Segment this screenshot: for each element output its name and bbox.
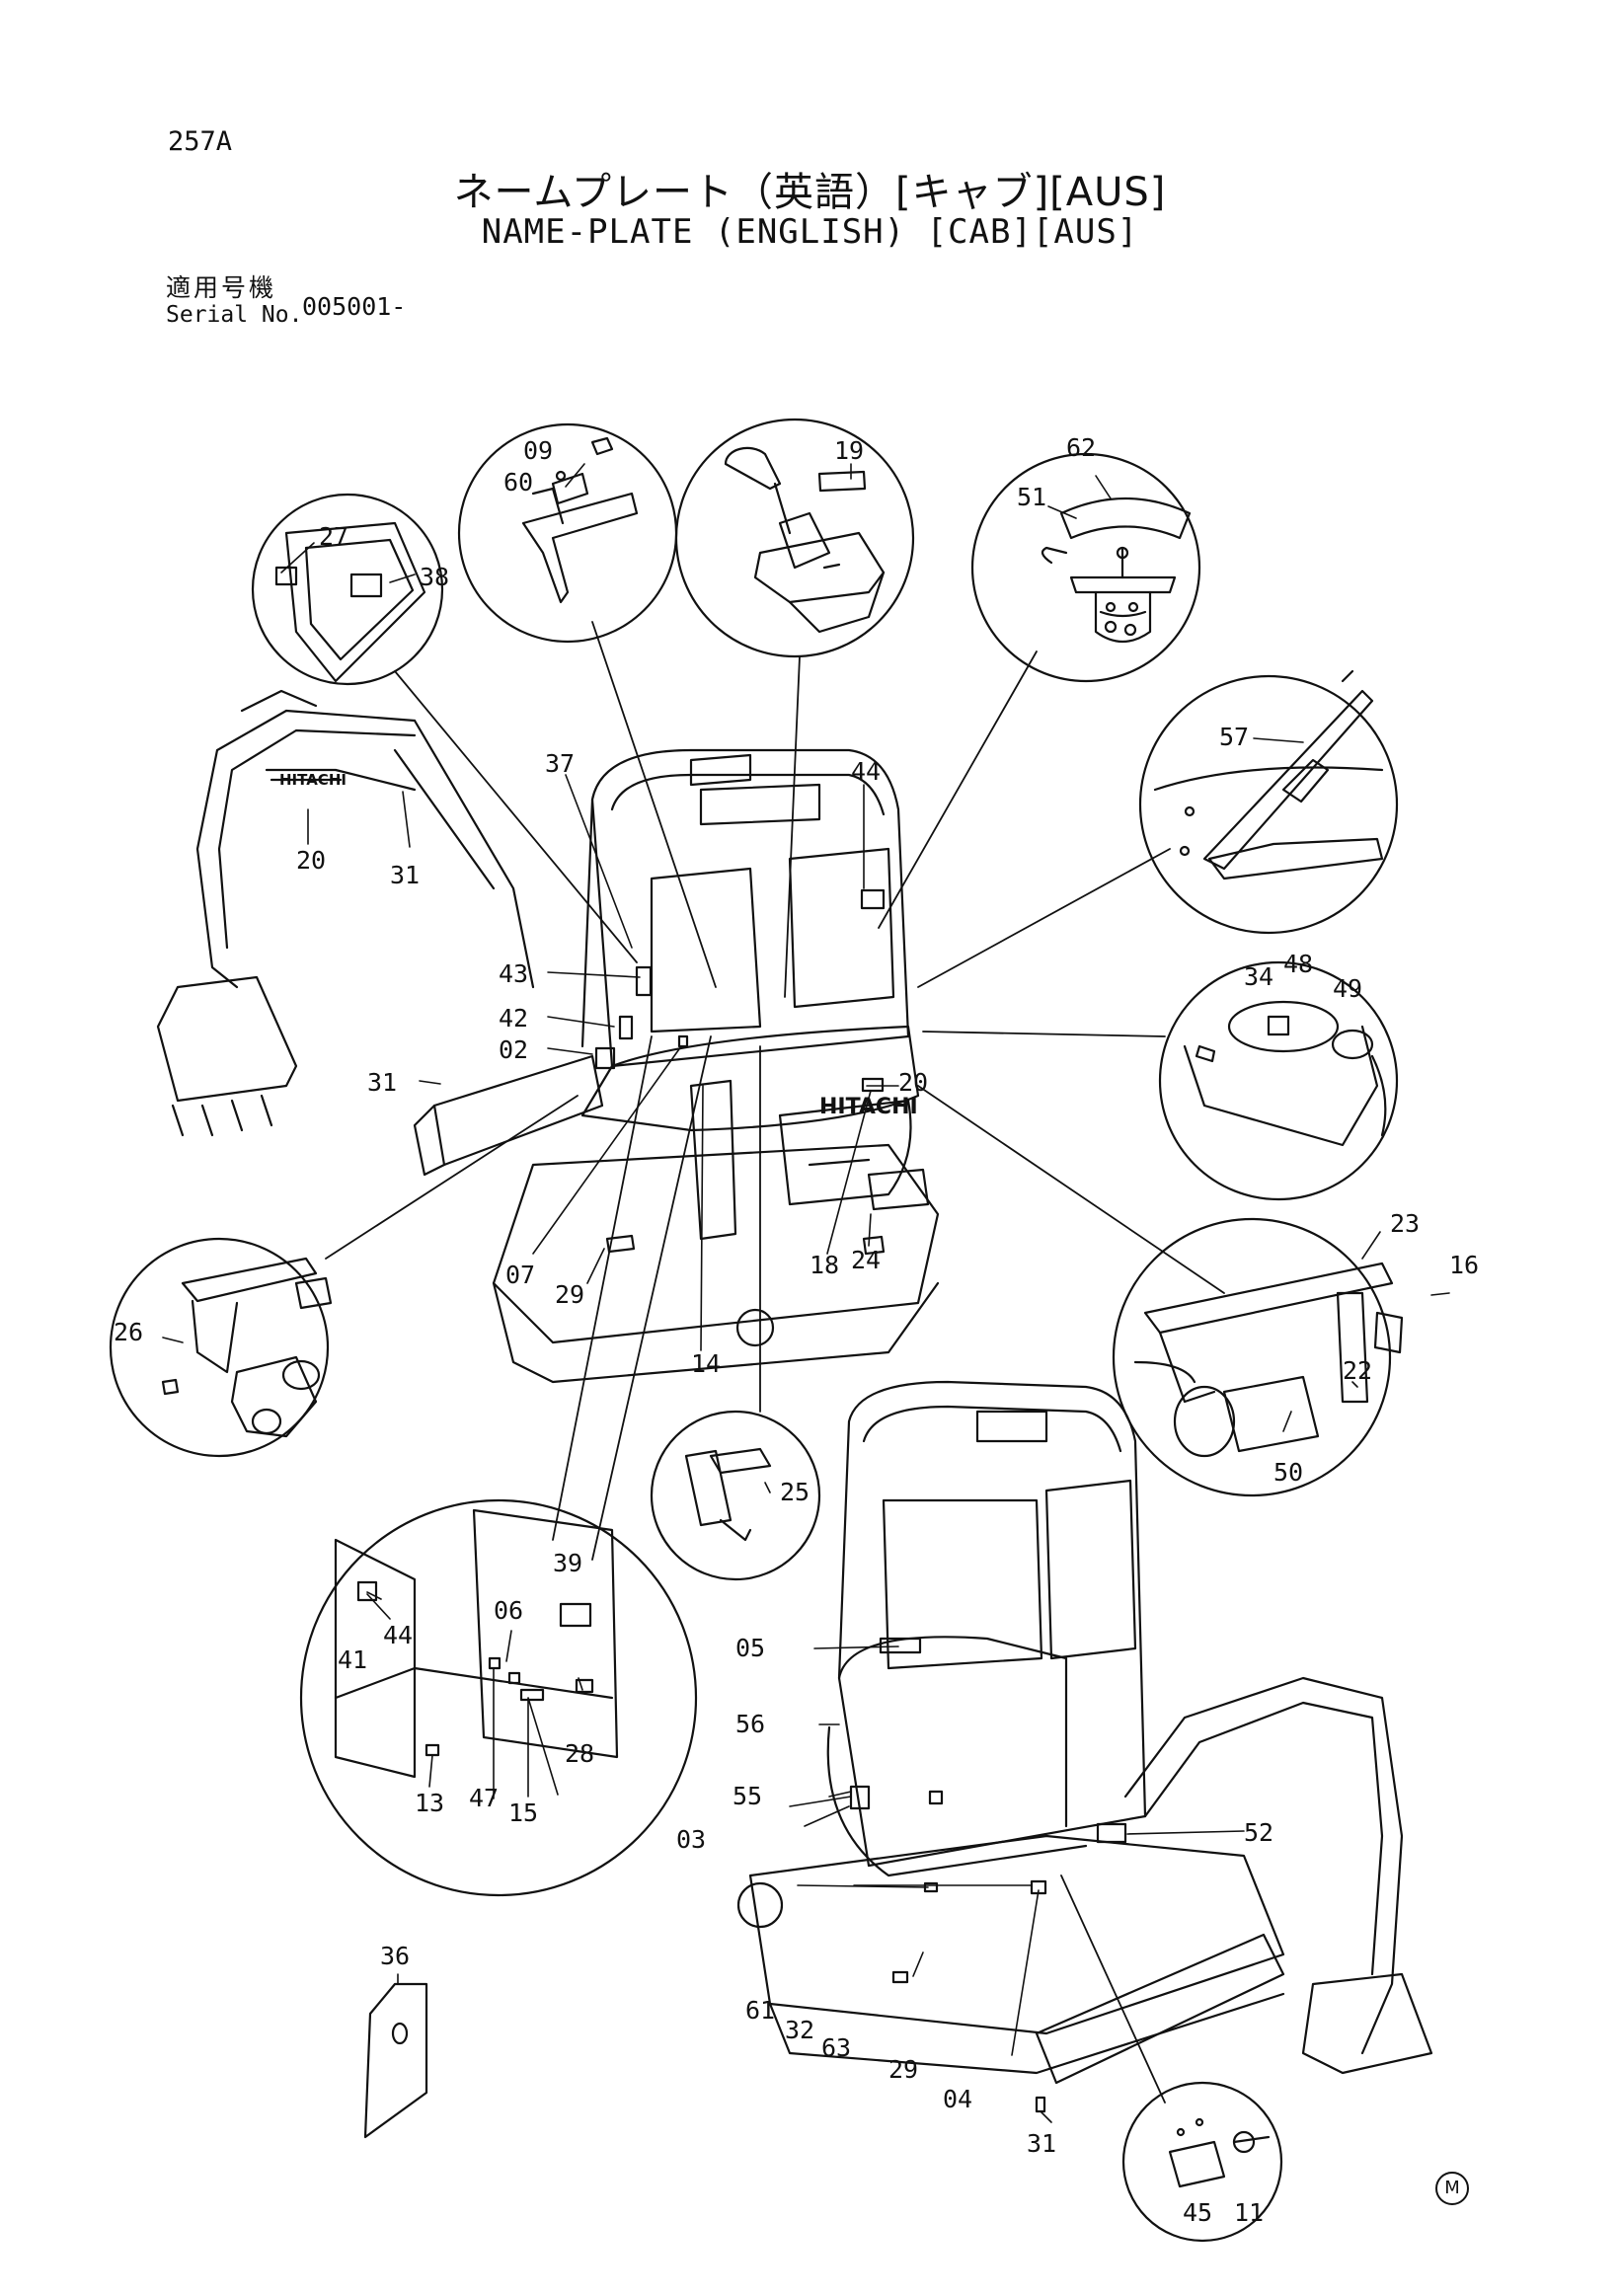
callout-13: 13 bbox=[415, 1789, 444, 1817]
callout-29: 29 bbox=[555, 1280, 584, 1309]
callout-32: 32 bbox=[785, 2016, 814, 2044]
detail-circle-starter-relay bbox=[1112, 1217, 1404, 1497]
callout-57: 57 bbox=[1219, 723, 1249, 751]
callout-44-interior: 44 bbox=[383, 1621, 413, 1649]
callout-09: 09 bbox=[523, 436, 553, 465]
callout-06: 06 bbox=[494, 1596, 523, 1625]
boom-brand-decal: HITACHI bbox=[279, 771, 347, 789]
callout-45: 45 bbox=[1183, 2198, 1212, 2227]
callout-27: 27 bbox=[319, 522, 348, 551]
callout-31: 31 bbox=[390, 861, 420, 889]
callout-18: 18 bbox=[810, 1251, 839, 1279]
callout-63: 63 bbox=[821, 2033, 851, 2062]
callout-16: 16 bbox=[1449, 1251, 1479, 1279]
detail-circle-radiator-cap bbox=[1158, 960, 1399, 1201]
callout-48: 48 bbox=[1283, 950, 1313, 978]
serial-value: 005001- bbox=[302, 292, 407, 321]
callout-56: 56 bbox=[735, 1710, 765, 1738]
callout-labels: 27 38 09 60 19 62 51 57 37 44 20 31 43 4… bbox=[114, 433, 1479, 2227]
callout-15: 15 bbox=[508, 1799, 538, 1827]
callout-20: 20 bbox=[296, 846, 326, 875]
callout-03: 03 bbox=[676, 1825, 706, 1854]
tag-part bbox=[363, 1982, 428, 2139]
detail-circle-monitor bbox=[251, 493, 444, 686]
callout-20-body: 20 bbox=[898, 1068, 928, 1097]
detail-circle-bracket-plate bbox=[457, 422, 678, 644]
callout-28: 28 bbox=[565, 1739, 594, 1768]
corner-mark: M bbox=[1435, 2172, 1469, 2205]
callout-31-rear: 31 bbox=[1027, 2129, 1056, 2158]
callout-51: 51 bbox=[1017, 483, 1046, 511]
callout-26: 26 bbox=[114, 1318, 143, 1346]
title-japanese: ネームプレート（英語）[キャブ][AUS] bbox=[453, 170, 1167, 215]
callout-60: 60 bbox=[503, 468, 533, 497]
callout-24: 24 bbox=[851, 1246, 881, 1274]
detail-circle-small-plate bbox=[650, 1410, 821, 1581]
callout-25: 25 bbox=[780, 1478, 810, 1506]
detail-circle-bolt-plate bbox=[1121, 2081, 1283, 2243]
detail-circle-cab-door bbox=[1138, 669, 1399, 935]
callout-34: 34 bbox=[1244, 962, 1273, 991]
callout-49: 49 bbox=[1333, 974, 1362, 1003]
callout-31-blade: 31 bbox=[367, 1068, 397, 1097]
page-number: 257A bbox=[168, 126, 233, 157]
callout-39: 39 bbox=[553, 1549, 582, 1577]
callout-44: 44 bbox=[851, 757, 881, 786]
callout-62: 62 bbox=[1066, 433, 1096, 462]
detail-circle-engine bbox=[109, 1237, 333, 1458]
title-english: NAME-PLATE (ENGLISH) [CAB][AUS] bbox=[481, 212, 1139, 252]
callout-52: 52 bbox=[1244, 1818, 1273, 1847]
excavator-rear-view bbox=[736, 1380, 1433, 2113]
callout-55: 55 bbox=[733, 1782, 762, 1810]
callout-23: 23 bbox=[1390, 1209, 1420, 1238]
callout-22: 22 bbox=[1343, 1356, 1372, 1385]
callout-42: 42 bbox=[499, 1004, 528, 1033]
detail-circle-switch bbox=[970, 452, 1201, 683]
callout-43: 43 bbox=[499, 959, 528, 988]
detail-leader-lines bbox=[325, 621, 1225, 2104]
callout-leader-lines bbox=[162, 463, 1450, 2123]
callout-14: 14 bbox=[691, 1349, 721, 1378]
callout-36: 36 bbox=[380, 1942, 410, 1970]
serial-label-japanese: 適用号機 bbox=[166, 273, 277, 302]
callout-02: 02 bbox=[499, 1035, 528, 1064]
serial-label-english: Serial No. bbox=[166, 302, 303, 328]
callout-19: 19 bbox=[834, 436, 864, 465]
callout-41: 41 bbox=[338, 1645, 367, 1674]
callout-50: 50 bbox=[1273, 1458, 1303, 1487]
callout-47: 47 bbox=[469, 1784, 499, 1812]
excavator-front-view: HITACHI HITACHI bbox=[156, 689, 940, 1384]
callout-05: 05 bbox=[735, 1634, 765, 1662]
detail-circle-cab-interior bbox=[299, 1498, 698, 1897]
callout-11: 11 bbox=[1234, 2198, 1264, 2227]
callout-37: 37 bbox=[545, 749, 575, 778]
callout-61: 61 bbox=[745, 1996, 775, 2025]
callout-29-rear: 29 bbox=[888, 2055, 918, 2084]
callout-07: 07 bbox=[505, 1261, 535, 1289]
callout-04: 04 bbox=[943, 2085, 972, 2113]
callout-38: 38 bbox=[420, 563, 449, 591]
detail-circle-control-lever bbox=[674, 418, 915, 658]
